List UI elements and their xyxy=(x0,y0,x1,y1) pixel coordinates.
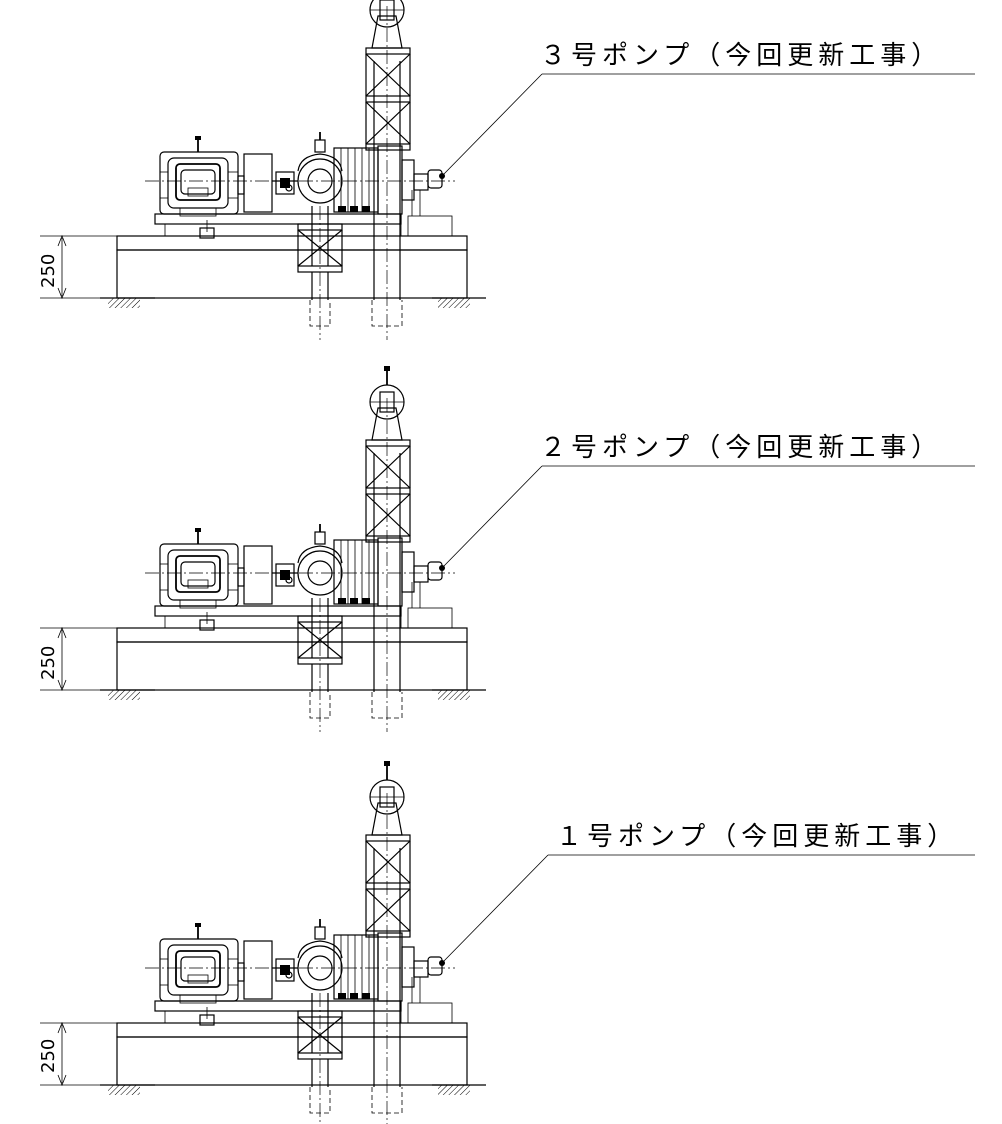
pump-2-drawing xyxy=(40,365,975,733)
pump-2-label: ２号ポンプ（今回更新工事） xyxy=(540,433,942,463)
pump-1-height-dimension: 250 xyxy=(38,1039,59,1073)
pump-2-height-dimension: 250 xyxy=(38,646,59,680)
pump-1-drawing xyxy=(40,760,975,1124)
pump-3-drawing xyxy=(40,0,975,341)
pump-3-label: ３号ポンプ（今回更新工事） xyxy=(540,41,942,71)
pump-3-height-dimension: 250 xyxy=(38,254,59,288)
pump-1-label: １号ポンプ（今回更新工事） xyxy=(556,822,958,852)
